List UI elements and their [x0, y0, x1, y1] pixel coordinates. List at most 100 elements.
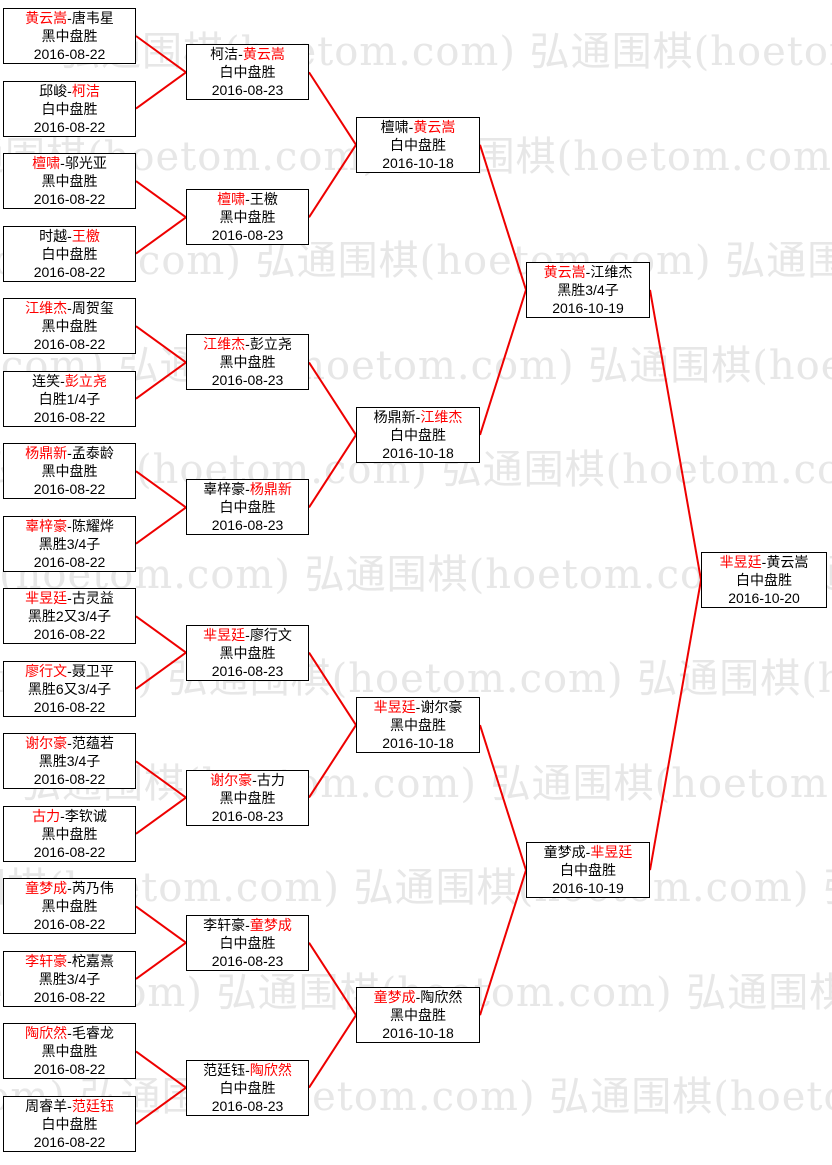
match-players: 李轩豪-柁嘉熹 [25, 952, 114, 969]
player1-name: 周睿羊 [25, 1097, 68, 1114]
match-players: 连笑-彭立尧 [32, 372, 107, 389]
player2-name: 聂卫平 [71, 662, 114, 679]
match-result: 黑中盘胜 [41, 173, 98, 190]
match-result: 白中盘胜 [219, 1079, 276, 1096]
match-date: 2016-08-23 [211, 1097, 284, 1114]
match-result: 黑中盘胜 [41, 898, 98, 915]
connector-line [308, 71, 357, 146]
player1-name: 芈昱廷 [25, 590, 68, 607]
match-result: 白中盘胜 [736, 571, 792, 588]
match-date: 2016-08-22 [33, 481, 106, 498]
match-players: 古力-李钦诚 [32, 807, 107, 824]
player1-name: 檀啸 [32, 155, 61, 172]
match-result: 黑中盘胜 [41, 825, 98, 842]
player1-name: 江维杰 [25, 300, 68, 317]
match-players: 邱峻-柯洁 [39, 82, 100, 99]
match-result: 黑中盘胜 [41, 1043, 98, 1060]
player1-name: 江维杰 [203, 336, 246, 353]
connector-line [135, 506, 187, 545]
connector-line [135, 470, 187, 509]
connector-line [308, 1014, 357, 1089]
player1-name: 范廷钰 [203, 1061, 246, 1078]
match-players: 黄云嵩-江维杰 [543, 263, 633, 280]
watermark-text: 弘通围棋(hoetom.com) 弘通围棋(hoetom.com) 弘通围棋(h… [0, 342, 832, 389]
match-players: 杨鼎新-江维杰 [373, 408, 463, 425]
match-result: 白中盘胜 [219, 499, 276, 516]
player2-name: 范蕴若 [71, 735, 114, 752]
player2-name: 廖行文 [249, 626, 292, 643]
match-date: 2016-08-22 [33, 553, 106, 570]
player2-name: 黄云嵩 [413, 118, 456, 135]
match-result: 黑中盘胜 [219, 644, 276, 661]
player1-name: 辜梓豪 [25, 517, 68, 534]
match-players: 檀啸-黄云嵩 [380, 118, 456, 135]
match-result: 黑胜3/4子 [557, 281, 619, 298]
watermark-text: 弘通围棋(hoetom.com) 弘通围棋(hoetom.com) 弘通围棋(h… [0, 865, 832, 911]
match-players: 江维杰-彭立尧 [203, 336, 292, 353]
match-players: 周睿羊-范廷钰 [25, 1097, 114, 1114]
match-result: 白中盘胜 [390, 426, 446, 443]
connector-line [308, 942, 357, 1016]
player2-name: 黄云嵩 [242, 46, 285, 63]
match-result: 黑中盘胜 [41, 318, 98, 335]
player1-name: 廖行文 [25, 662, 68, 679]
player2-name: 陶欣然 [249, 1061, 292, 1078]
match-players: 时越-王檄 [39, 227, 100, 244]
match-result: 黑中盘胜 [219, 789, 276, 806]
match-players: 杨鼎新-孟泰龄 [25, 445, 114, 462]
match-date: 2016-08-23 [211, 517, 284, 534]
player1-name: 黄云嵩 [543, 263, 586, 280]
match-result: 黑中盘胜 [390, 1007, 446, 1024]
connector-line [135, 180, 187, 219]
match-players: 檀啸-王檄 [217, 191, 278, 208]
connector-line [135, 796, 187, 835]
player1-name: 古力 [32, 807, 61, 824]
match-date: 2016-10-18 [382, 1025, 454, 1042]
player2-name: 邬光亚 [64, 155, 107, 172]
match-date: 2016-08-23 [211, 662, 284, 679]
player2-name: 毛睿龙 [71, 1025, 114, 1042]
match-players: 檀啸-邬光亚 [32, 155, 107, 172]
match-date: 2016-08-22 [33, 191, 106, 208]
match-result: 黑胜3/4子 [38, 753, 101, 770]
connector-line [308, 651, 357, 726]
player1-name: 檀啸 [217, 191, 246, 208]
match-date: 2016-10-18 [382, 735, 454, 752]
match-result: 黑中盘胜 [219, 209, 276, 226]
player1-name: 柯洁 [210, 46, 239, 63]
player1-name: 檀啸 [380, 118, 409, 135]
match-date: 2016-10-20 [728, 589, 800, 606]
player2-name: 孟泰龄 [71, 445, 114, 462]
connector-line [135, 651, 187, 690]
match-players: 辜梓豪-杨鼎新 [203, 481, 292, 498]
match-players: 芈昱廷-谢尔豪 [373, 699, 463, 716]
match-date: 2016-08-22 [33, 698, 106, 715]
player1-name: 连笑 [32, 372, 61, 389]
match-players: 童梦成-芮乃伟 [25, 880, 114, 897]
player2-name: 杨鼎新 [249, 481, 292, 498]
match-date: 2016-08-23 [211, 227, 284, 244]
match-players: 李轩豪-童梦成 [203, 916, 292, 933]
player1-name: 李轩豪 [203, 916, 246, 933]
connector-line [479, 144, 527, 291]
match-players: 柯洁-黄云嵩 [210, 46, 285, 63]
player2-name: 童梦成 [249, 916, 292, 933]
match-players: 芈昱廷-廖行文 [203, 626, 292, 643]
